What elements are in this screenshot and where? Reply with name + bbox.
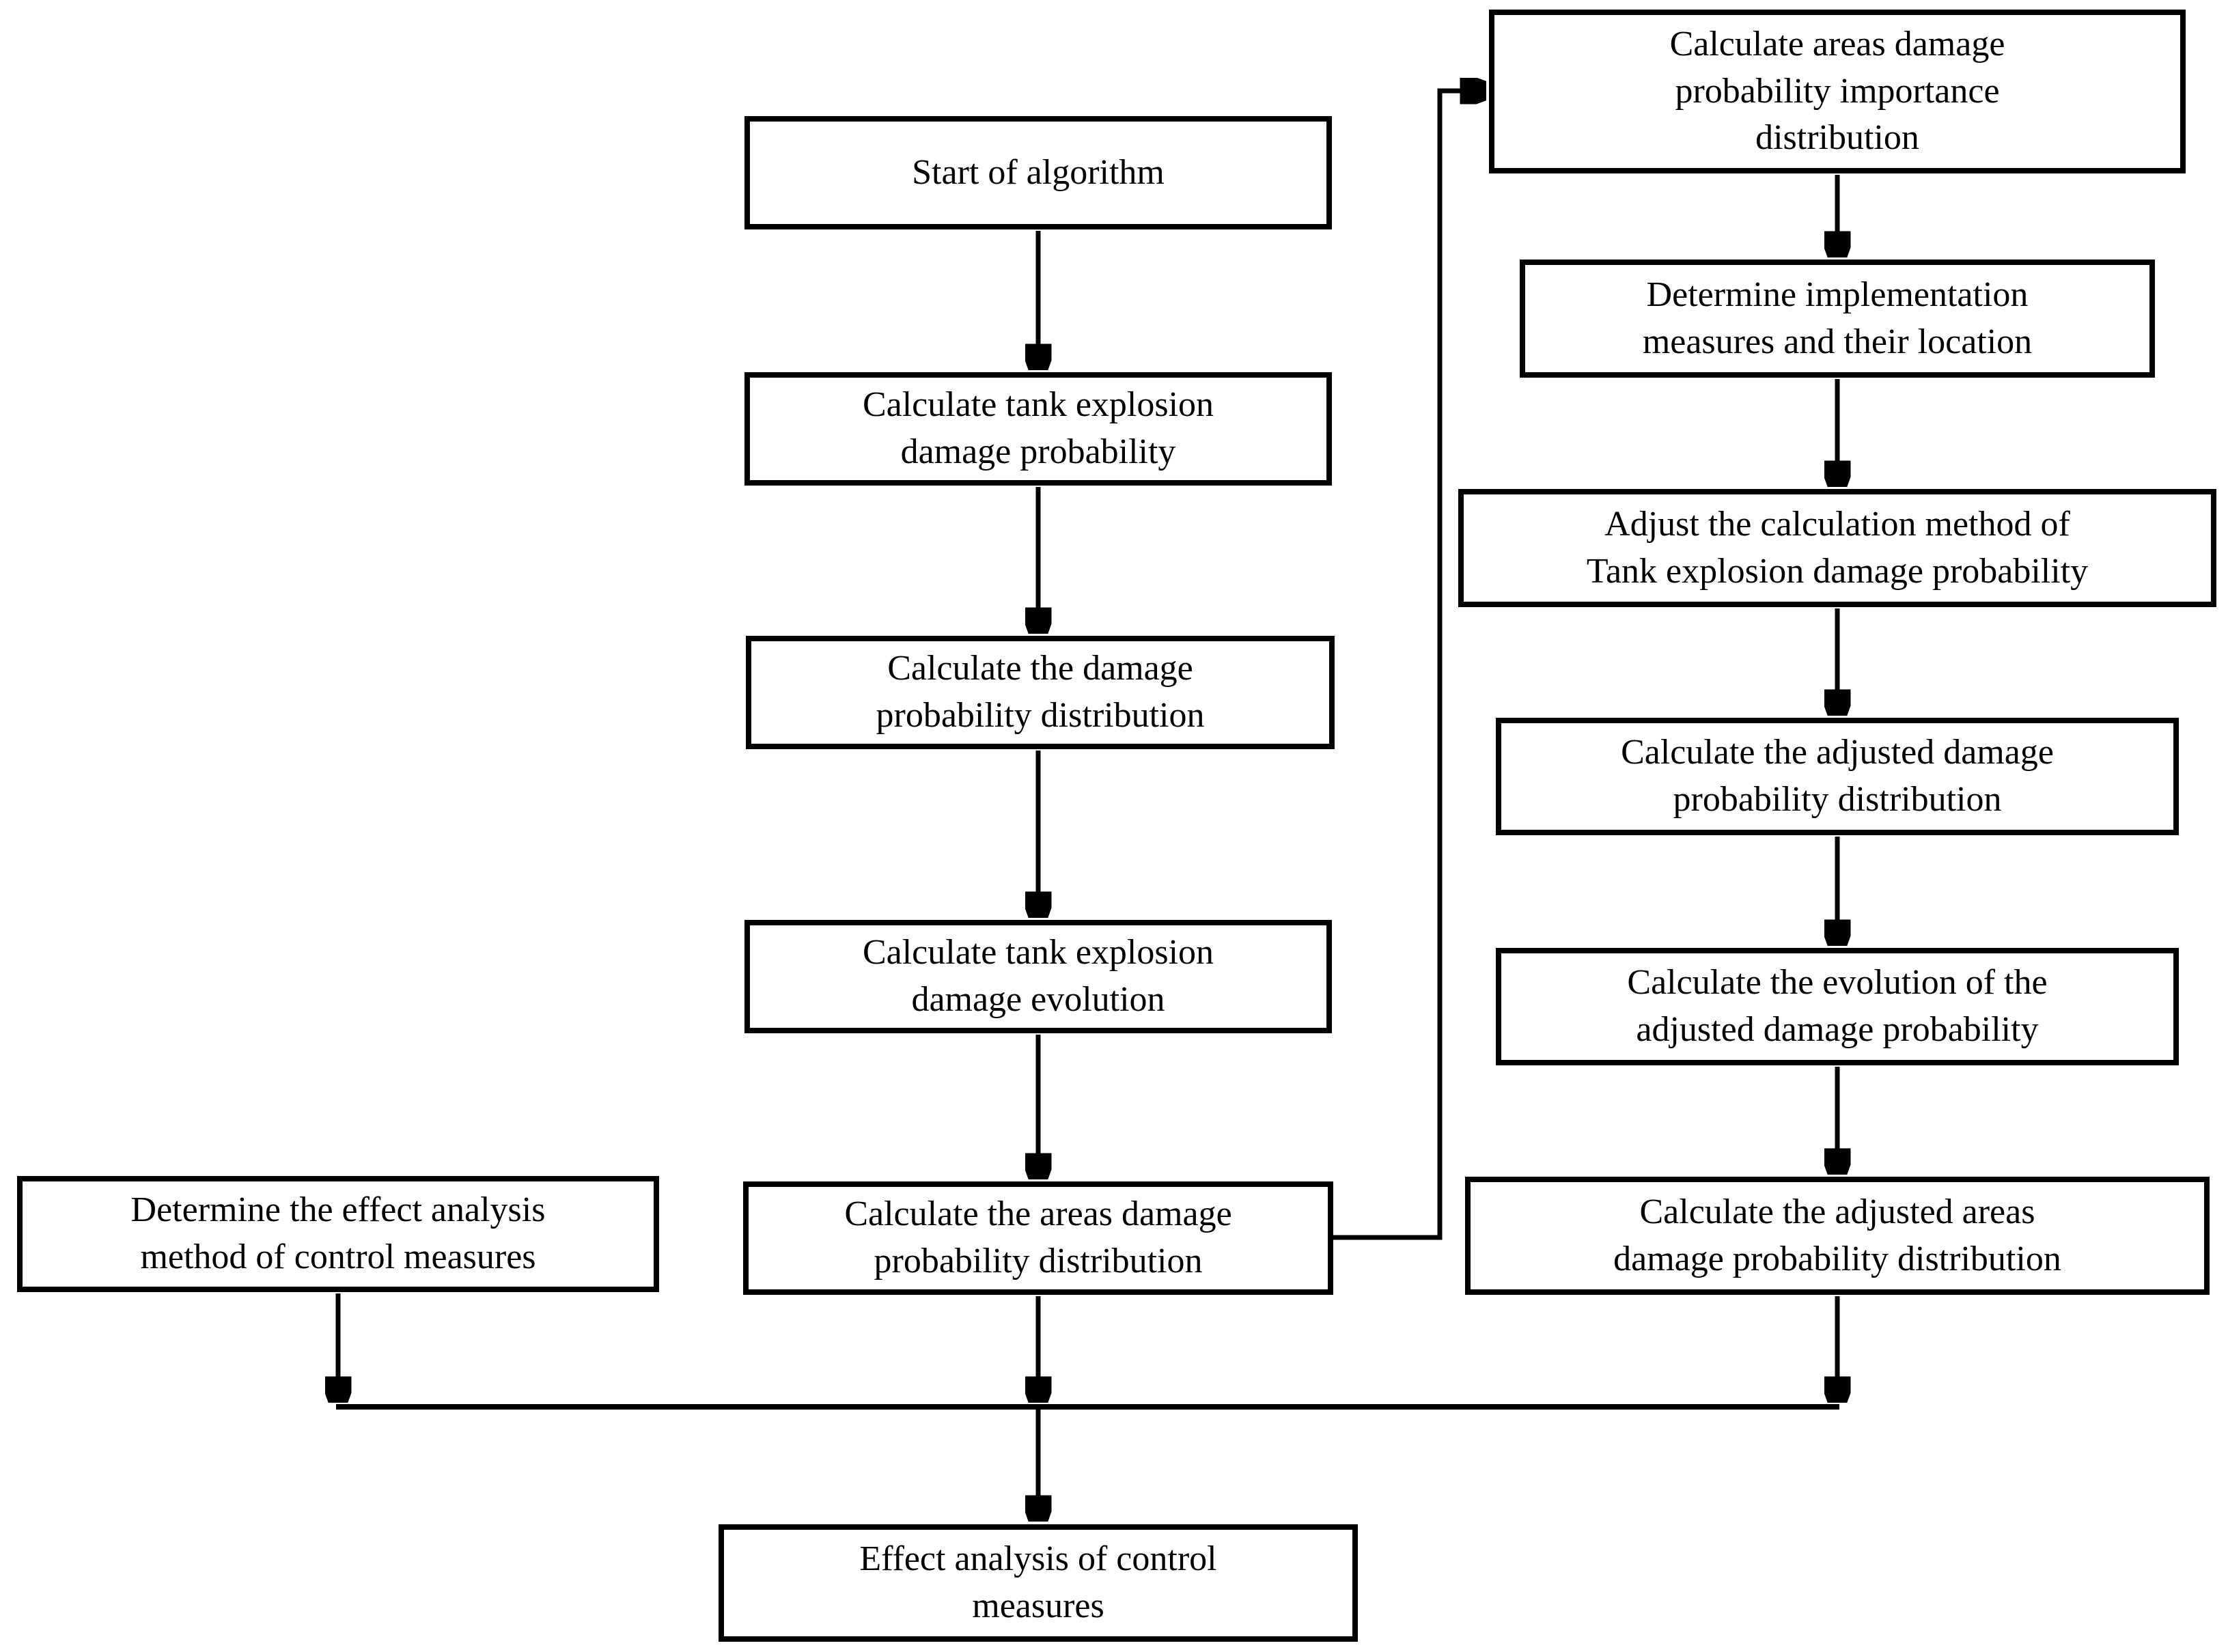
node-adjusted-damage-evolution: Calculate the evolution of the adjusted … <box>1496 948 2179 1065</box>
node-start-label: Start of algorithm <box>912 152 1165 192</box>
node-areas-importance-distribution-label: Calculate areas damage probability impor… <box>1669 25 2005 158</box>
node-tank-damage-probability-label: Calculate tank explosion damage probabil… <box>862 385 1214 471</box>
node-areas-damage-distribution-label: Calculate the areas damage probability d… <box>844 1194 1232 1280</box>
node-damage-probability-distribution: Calculate the damage probability distrib… <box>746 636 1335 749</box>
node-areas-importance-distribution: Calculate areas damage probability impor… <box>1489 10 2186 173</box>
connector-areas-to-importance <box>1333 91 1485 1240</box>
node-effect-analysis: Effect analysis of control measures <box>719 1524 1358 1642</box>
node-adjust-calculation-method: Adjust the calculation method of Tank ex… <box>1458 489 2216 607</box>
node-adjusted-areas-distribution-label: Calculate the adjusted areas damage prob… <box>1613 1192 2061 1278</box>
node-adjusted-damage-distribution-label: Calculate the adjusted damage probabilit… <box>1621 733 2054 819</box>
node-tank-damage-probability: Calculate tank explosion damage probabil… <box>744 372 1332 486</box>
node-adjusted-damage-distribution: Calculate the adjusted damage probabilit… <box>1496 718 2179 835</box>
node-effect-analysis-label: Effect analysis of control measures <box>859 1539 1217 1625</box>
node-implementation-measures-label: Determine implementation measures and th… <box>1642 275 2033 361</box>
node-adjusted-areas-distribution: Calculate the adjusted areas damage prob… <box>1465 1177 2210 1295</box>
node-effect-analysis-method-label: Determine the effect analysis method of … <box>130 1190 546 1276</box>
node-damage-probability-distribution-label: Calculate the damage probability distrib… <box>876 649 1205 735</box>
node-adjusted-damage-evolution-label: Calculate the evolution of the adjusted … <box>1627 963 2048 1049</box>
node-start: Start of algorithm <box>744 116 1332 229</box>
node-tank-damage-evolution: Calculate tank explosion damage evolutio… <box>744 920 1332 1033</box>
node-adjust-calculation-method-label: Adjust the calculation method of Tank ex… <box>1586 504 2089 591</box>
node-tank-damage-evolution-label: Calculate tank explosion damage evolutio… <box>862 933 1214 1019</box>
node-effect-analysis-method: Determine the effect analysis method of … <box>17 1176 659 1292</box>
node-implementation-measures: Determine implementation measures and th… <box>1520 260 2155 378</box>
node-areas-damage-distribution: Calculate the areas damage probability d… <box>743 1181 1333 1295</box>
